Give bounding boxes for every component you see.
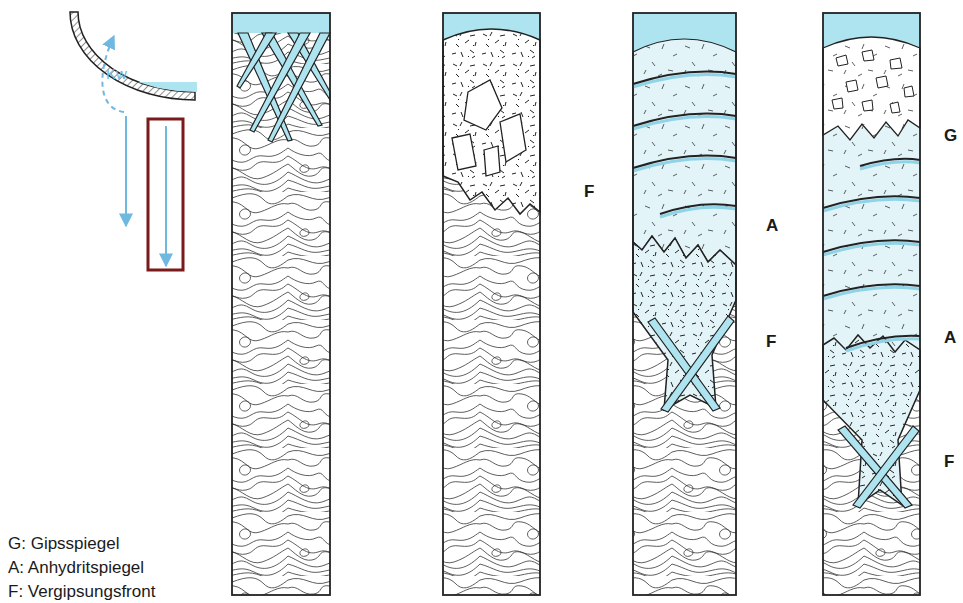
zone-letter: F [584, 182, 594, 202]
rock-column [862, 100, 873, 111]
rock-column [823, 13, 920, 595]
rock-column [846, 80, 858, 92]
flow-label: Kw [106, 64, 127, 84]
rock-column [890, 58, 902, 69]
rock-column [443, 13, 540, 595]
rock-column [232, 33, 330, 595]
rock-column [237, 33, 276, 88]
rock-column [464, 80, 502, 130]
rock-column [904, 86, 914, 97]
rock-column [648, 318, 720, 411]
rock-column [633, 13, 736, 595]
rock-column [633, 114, 736, 126]
rock-column [823, 37, 920, 140]
tunnel-sketch [70, 12, 197, 270]
rock-column [823, 240, 920, 252]
tunnel-sketch [165, 126, 167, 266]
rock-column [823, 13, 920, 595]
zone-letter: A [766, 216, 778, 236]
rock-column [846, 336, 920, 348]
rock-column [452, 80, 526, 176]
rock-column [232, 13, 330, 595]
legend-note: A: Anhydritspiegel [8, 558, 144, 578]
rock-column [633, 159, 736, 171]
tunnel-sketch [148, 119, 183, 270]
rock-column [832, 98, 843, 109]
rock-column [823, 335, 920, 505]
rock-column [823, 196, 920, 208]
rock-column [633, 13, 736, 595]
rock-column [232, 13, 330, 595]
rock-column [443, 13, 540, 595]
rock-column [853, 426, 919, 508]
rock-column [443, 13, 540, 595]
rock-column [660, 204, 736, 214]
rock-column [823, 37, 920, 140]
rock-column [633, 75, 736, 87]
rock-column [633, 13, 736, 595]
rock-column [836, 55, 848, 66]
rock-column [823, 287, 920, 299]
rock-column [443, 29, 540, 214]
rock-column [823, 284, 920, 296]
rock-column [823, 335, 920, 505]
rock-column [633, 156, 736, 168]
rock-column [633, 72, 736, 84]
rock-column [633, 117, 736, 129]
zone-letter: F [766, 332, 776, 352]
rock-column [443, 29, 540, 214]
rock-column [838, 426, 919, 508]
zone-letter: A [944, 328, 956, 348]
rock-column [268, 33, 330, 142]
rock-column [876, 76, 888, 88]
zone-letter: G [944, 126, 957, 146]
rock-column [660, 207, 736, 217]
rock-column [633, 39, 736, 265]
rock-column [890, 102, 900, 113]
rock-column [500, 114, 526, 162]
rock-column [838, 426, 912, 508]
rock-column [237, 33, 330, 142]
rock-column [862, 50, 874, 61]
rock-column [452, 134, 476, 170]
rock-column [823, 159, 920, 351]
legend-note: G: Gipsspiegel [8, 534, 120, 554]
legend-note: F: Vergipsungsfront [8, 582, 155, 602]
rock-column [860, 159, 920, 166]
rock-column [484, 146, 500, 176]
rock-column [823, 37, 920, 352]
rock-column [823, 199, 920, 211]
rock-column [232, 13, 330, 595]
tunnel-sketch [138, 82, 197, 92]
rock-column [823, 13, 920, 595]
tunnel-sketch [125, 116, 127, 226]
rock-column [633, 39, 736, 265]
rock-column [661, 316, 734, 412]
rock-column [633, 13, 736, 595]
rock-column [633, 72, 736, 217]
rock-column [238, 33, 292, 141]
rock-column [232, 13, 330, 33]
rock-column [443, 13, 540, 595]
rock-column [823, 13, 920, 595]
rock-column [648, 316, 734, 412]
rock-column [823, 37, 920, 352]
rock-column [823, 243, 920, 255]
rock-column [832, 50, 914, 113]
zone-letter: F [944, 452, 954, 472]
